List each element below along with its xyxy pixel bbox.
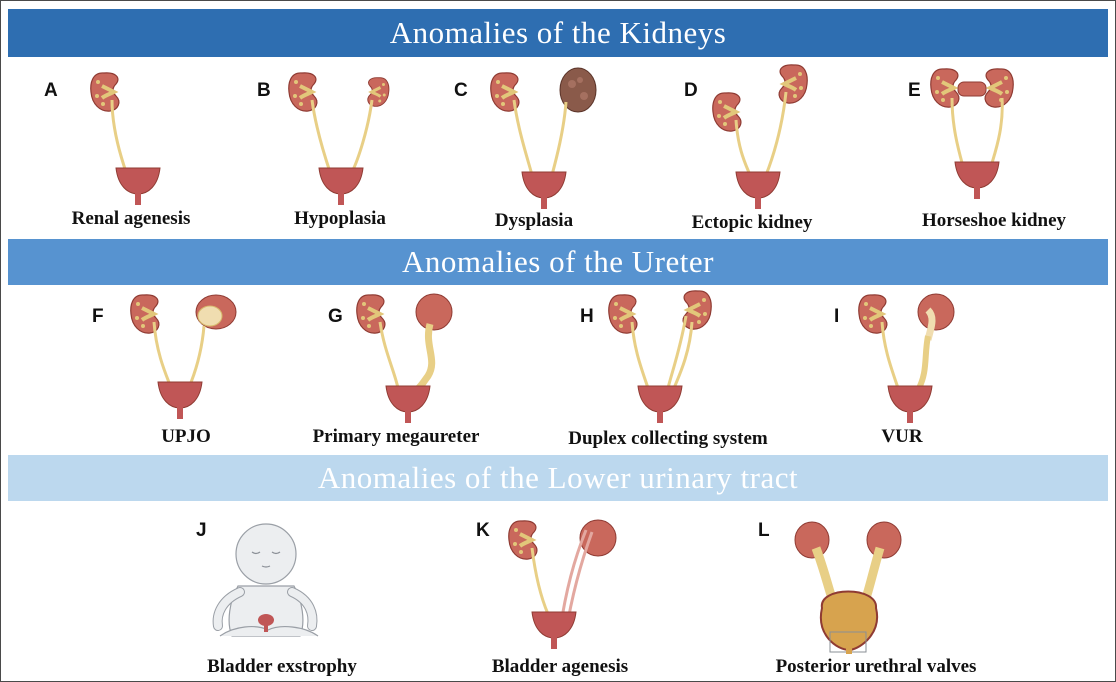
upjo-illustration xyxy=(131,295,236,419)
duplex-collecting-system-illustration xyxy=(609,291,711,423)
renal-agenesis-illustration xyxy=(91,73,160,205)
bladder-agenesis-illustration xyxy=(509,520,616,649)
posterior-urethral-valves-illustration xyxy=(795,522,901,654)
horseshoe-kidney-illustration xyxy=(931,69,1013,199)
bladder-exstrophy-illustration xyxy=(218,524,318,636)
dysplasia-illustration xyxy=(491,68,596,209)
primary-megaureter-illustration xyxy=(357,294,452,423)
hypoplasia-illustration xyxy=(289,73,389,205)
ectopic-kidney-illustration xyxy=(713,65,807,209)
vur-illustration xyxy=(859,294,954,423)
